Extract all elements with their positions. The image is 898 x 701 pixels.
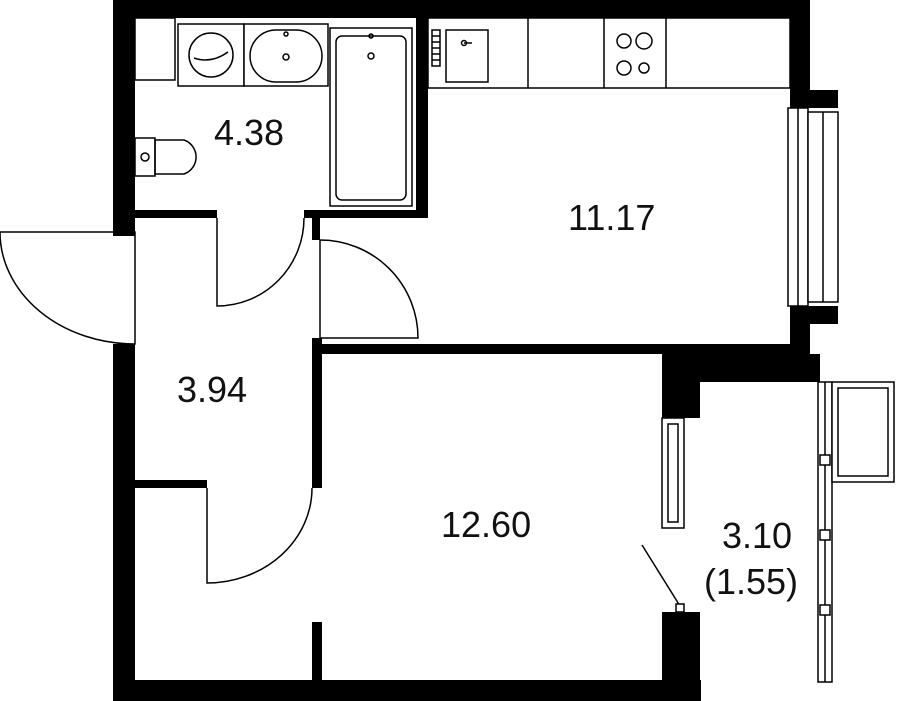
kitchen-living-area: 11.17	[568, 197, 655, 238]
window-balcony	[817, 381, 833, 683]
dish-rack	[431, 29, 441, 67]
balcony-area: 3.10	[722, 515, 792, 556]
balcony-area-reduced: (1.55)	[704, 561, 798, 602]
entrance-door	[0, 231, 136, 345]
hallway-area: 3.94	[177, 369, 247, 410]
bedroom-door	[206, 487, 313, 584]
walls	[113, 0, 838, 701]
kitchen-door	[319, 239, 419, 339]
kitchen-counter	[427, 17, 791, 89]
balcony-door	[641, 417, 685, 613]
bathroom-fixtures	[134, 17, 413, 207]
bathroom-area: 4.38	[214, 112, 284, 153]
bedroom-area: 12.60	[441, 504, 531, 545]
stove-hob	[616, 32, 653, 76]
bathroom-door	[216, 217, 305, 307]
window-kitchen	[787, 107, 839, 307]
balcony-table	[831, 381, 895, 483]
